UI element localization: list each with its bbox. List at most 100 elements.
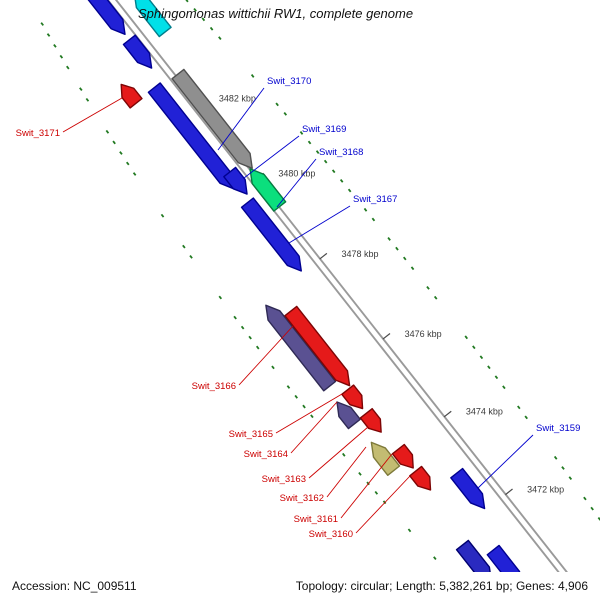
label-leader-line bbox=[326, 446, 367, 498]
annotation-layer: 3482 kbp 3480 kbp 3478 kbp 3476 kbp 3474 kbp… bbox=[16, 76, 581, 540]
gene-label-Swit_3170[interactable]: Swit_3170 bbox=[267, 76, 311, 87]
gene-arrow-Swit_3170[interactable] bbox=[147, 82, 240, 194]
page-title: Sphingomonas wittichii RW1, complete gen… bbox=[138, 6, 414, 21]
plot-dot bbox=[371, 217, 376, 222]
gene-label-Swit_3169[interactable]: Swit_3169 bbox=[302, 124, 346, 135]
scale-tick bbox=[505, 488, 513, 496]
gene-label-Swit_3166[interactable]: Swit_3166 bbox=[192, 381, 236, 392]
gene-arrow-Swit_3159[interactable] bbox=[450, 467, 491, 514]
plot-dot bbox=[105, 129, 110, 134]
gene-arrow[interactable] bbox=[260, 301, 337, 392]
plot-dot bbox=[479, 355, 484, 360]
plot-dot bbox=[209, 26, 214, 31]
plot-dot bbox=[374, 490, 379, 495]
genome-summary-text: Topology: circular; Length: 5,382,261 bp… bbox=[295, 579, 588, 593]
status-bar: Accession: NC_009511 Topology: circular;… bbox=[0, 572, 600, 600]
scale-label: 3482 kbp bbox=[219, 93, 256, 103]
plot-dot bbox=[358, 471, 362, 476]
gene-arrow-Swit_3168[interactable] bbox=[244, 164, 287, 212]
plot-dot bbox=[46, 33, 51, 37]
plot-dot bbox=[271, 365, 275, 370]
gene-arrow[interactable] bbox=[122, 34, 157, 73]
gene-label-Swit_3160[interactable]: Swit_3160 bbox=[309, 529, 353, 540]
scale-label: 3476 kbp bbox=[405, 329, 442, 339]
plot-dot bbox=[310, 414, 314, 419]
plot-dot bbox=[487, 365, 491, 370]
label-leader-line bbox=[290, 401, 338, 454]
plot-dot bbox=[553, 455, 558, 460]
plot-dot bbox=[125, 161, 130, 166]
gene-arrow[interactable] bbox=[486, 544, 527, 572]
plot-dot bbox=[339, 178, 344, 183]
gene-arrow-Swit_3167[interactable] bbox=[240, 197, 308, 276]
gene-arrow[interactable] bbox=[128, 0, 172, 38]
genome-track bbox=[40, 0, 600, 572]
gene-label-Swit_3162[interactable]: Swit_3162 bbox=[280, 493, 324, 504]
genome-view: 3482 kbp 3480 kbp 3478 kbp 3476 kbp 3474 kbp… bbox=[16, 0, 600, 572]
gene-arrow-Swit_3162[interactable] bbox=[365, 438, 401, 476]
plot-dot bbox=[410, 266, 415, 271]
scale-label: 3478 kbp bbox=[341, 249, 378, 259]
gene-arrow-Swit_3165[interactable] bbox=[341, 384, 369, 413]
plot-dot bbox=[132, 172, 137, 176]
plot-dot bbox=[283, 112, 288, 116]
gene-label-Swit_3167[interactable]: Swit_3167 bbox=[353, 194, 397, 205]
label-leader-line bbox=[308, 426, 369, 479]
gene-arrow-Swit_3160[interactable] bbox=[409, 465, 437, 494]
gene-arrow-Swit_3169[interactable] bbox=[223, 166, 253, 198]
plot-dot bbox=[286, 385, 291, 389]
gene-label-Swit_3159[interactable]: Swit_3159 bbox=[536, 423, 580, 434]
label-leader-line bbox=[340, 453, 393, 519]
plot-dot bbox=[240, 325, 245, 330]
plot-dot bbox=[524, 415, 528, 420]
plot-dot bbox=[433, 556, 437, 561]
gene-label-Swit_3168[interactable]: Swit_3168 bbox=[319, 147, 363, 158]
plot-dot bbox=[568, 476, 573, 481]
plot-dot bbox=[597, 516, 600, 521]
scale-label: 3474 kbp bbox=[466, 407, 503, 417]
plot-dot bbox=[119, 151, 123, 155]
scale-label: 3480 kbp bbox=[278, 169, 315, 179]
plot-dot bbox=[218, 295, 223, 300]
gene-label-Swit_3161[interactable]: Swit_3161 bbox=[294, 514, 338, 525]
gene-label-Swit_3171[interactable]: Swit_3171 bbox=[16, 128, 60, 139]
label-leader-line bbox=[276, 158, 317, 208]
gene-label-Swit_3164[interactable]: Swit_3164 bbox=[244, 449, 288, 460]
label-leader-line bbox=[275, 393, 343, 434]
plot-dot bbox=[494, 375, 499, 380]
plot-dot bbox=[189, 254, 193, 259]
gene-arrow[interactable] bbox=[171, 68, 258, 173]
gene-arrow-Swit_3171[interactable] bbox=[115, 80, 143, 109]
gene-label-Swit_3163[interactable]: Swit_3163 bbox=[262, 474, 306, 485]
plot-dot bbox=[40, 22, 44, 26]
plot-dot bbox=[403, 256, 407, 261]
plot-dot bbox=[53, 43, 57, 48]
gene-label-Swit_3165[interactable]: Swit_3165 bbox=[229, 429, 273, 440]
gene-arrow-Swit_3164[interactable] bbox=[331, 397, 361, 430]
backbone-line-inner bbox=[71, 0, 593, 572]
plot-dot bbox=[59, 54, 64, 59]
plot-dot bbox=[85, 97, 90, 102]
label-leader-line bbox=[217, 87, 265, 151]
plot-dot bbox=[233, 315, 237, 320]
plot-dot bbox=[590, 506, 594, 511]
plot-dot bbox=[472, 345, 476, 350]
plot-dot bbox=[433, 295, 438, 300]
plot-dot bbox=[315, 150, 320, 154]
gene-arrow[interactable] bbox=[68, 0, 131, 39]
plot-dot bbox=[331, 169, 336, 174]
plot-dot bbox=[112, 140, 116, 145]
plot-dot bbox=[323, 159, 328, 164]
gene-arrow-Swit_3161[interactable] bbox=[391, 443, 419, 472]
plot-dot bbox=[218, 36, 222, 41]
scale-tick bbox=[443, 410, 452, 418]
plot-dot bbox=[426, 285, 430, 290]
plot-dot bbox=[185, 0, 189, 3]
gene-arrow[interactable] bbox=[455, 539, 498, 572]
plot-dot bbox=[347, 188, 352, 193]
gene-arrow-Swit_3163[interactable] bbox=[359, 407, 387, 437]
label-leader-line bbox=[477, 434, 534, 489]
scale-tick bbox=[382, 333, 391, 340]
gene-arrow-Swit_3166[interactable] bbox=[284, 305, 356, 390]
plot-dot bbox=[407, 528, 412, 533]
